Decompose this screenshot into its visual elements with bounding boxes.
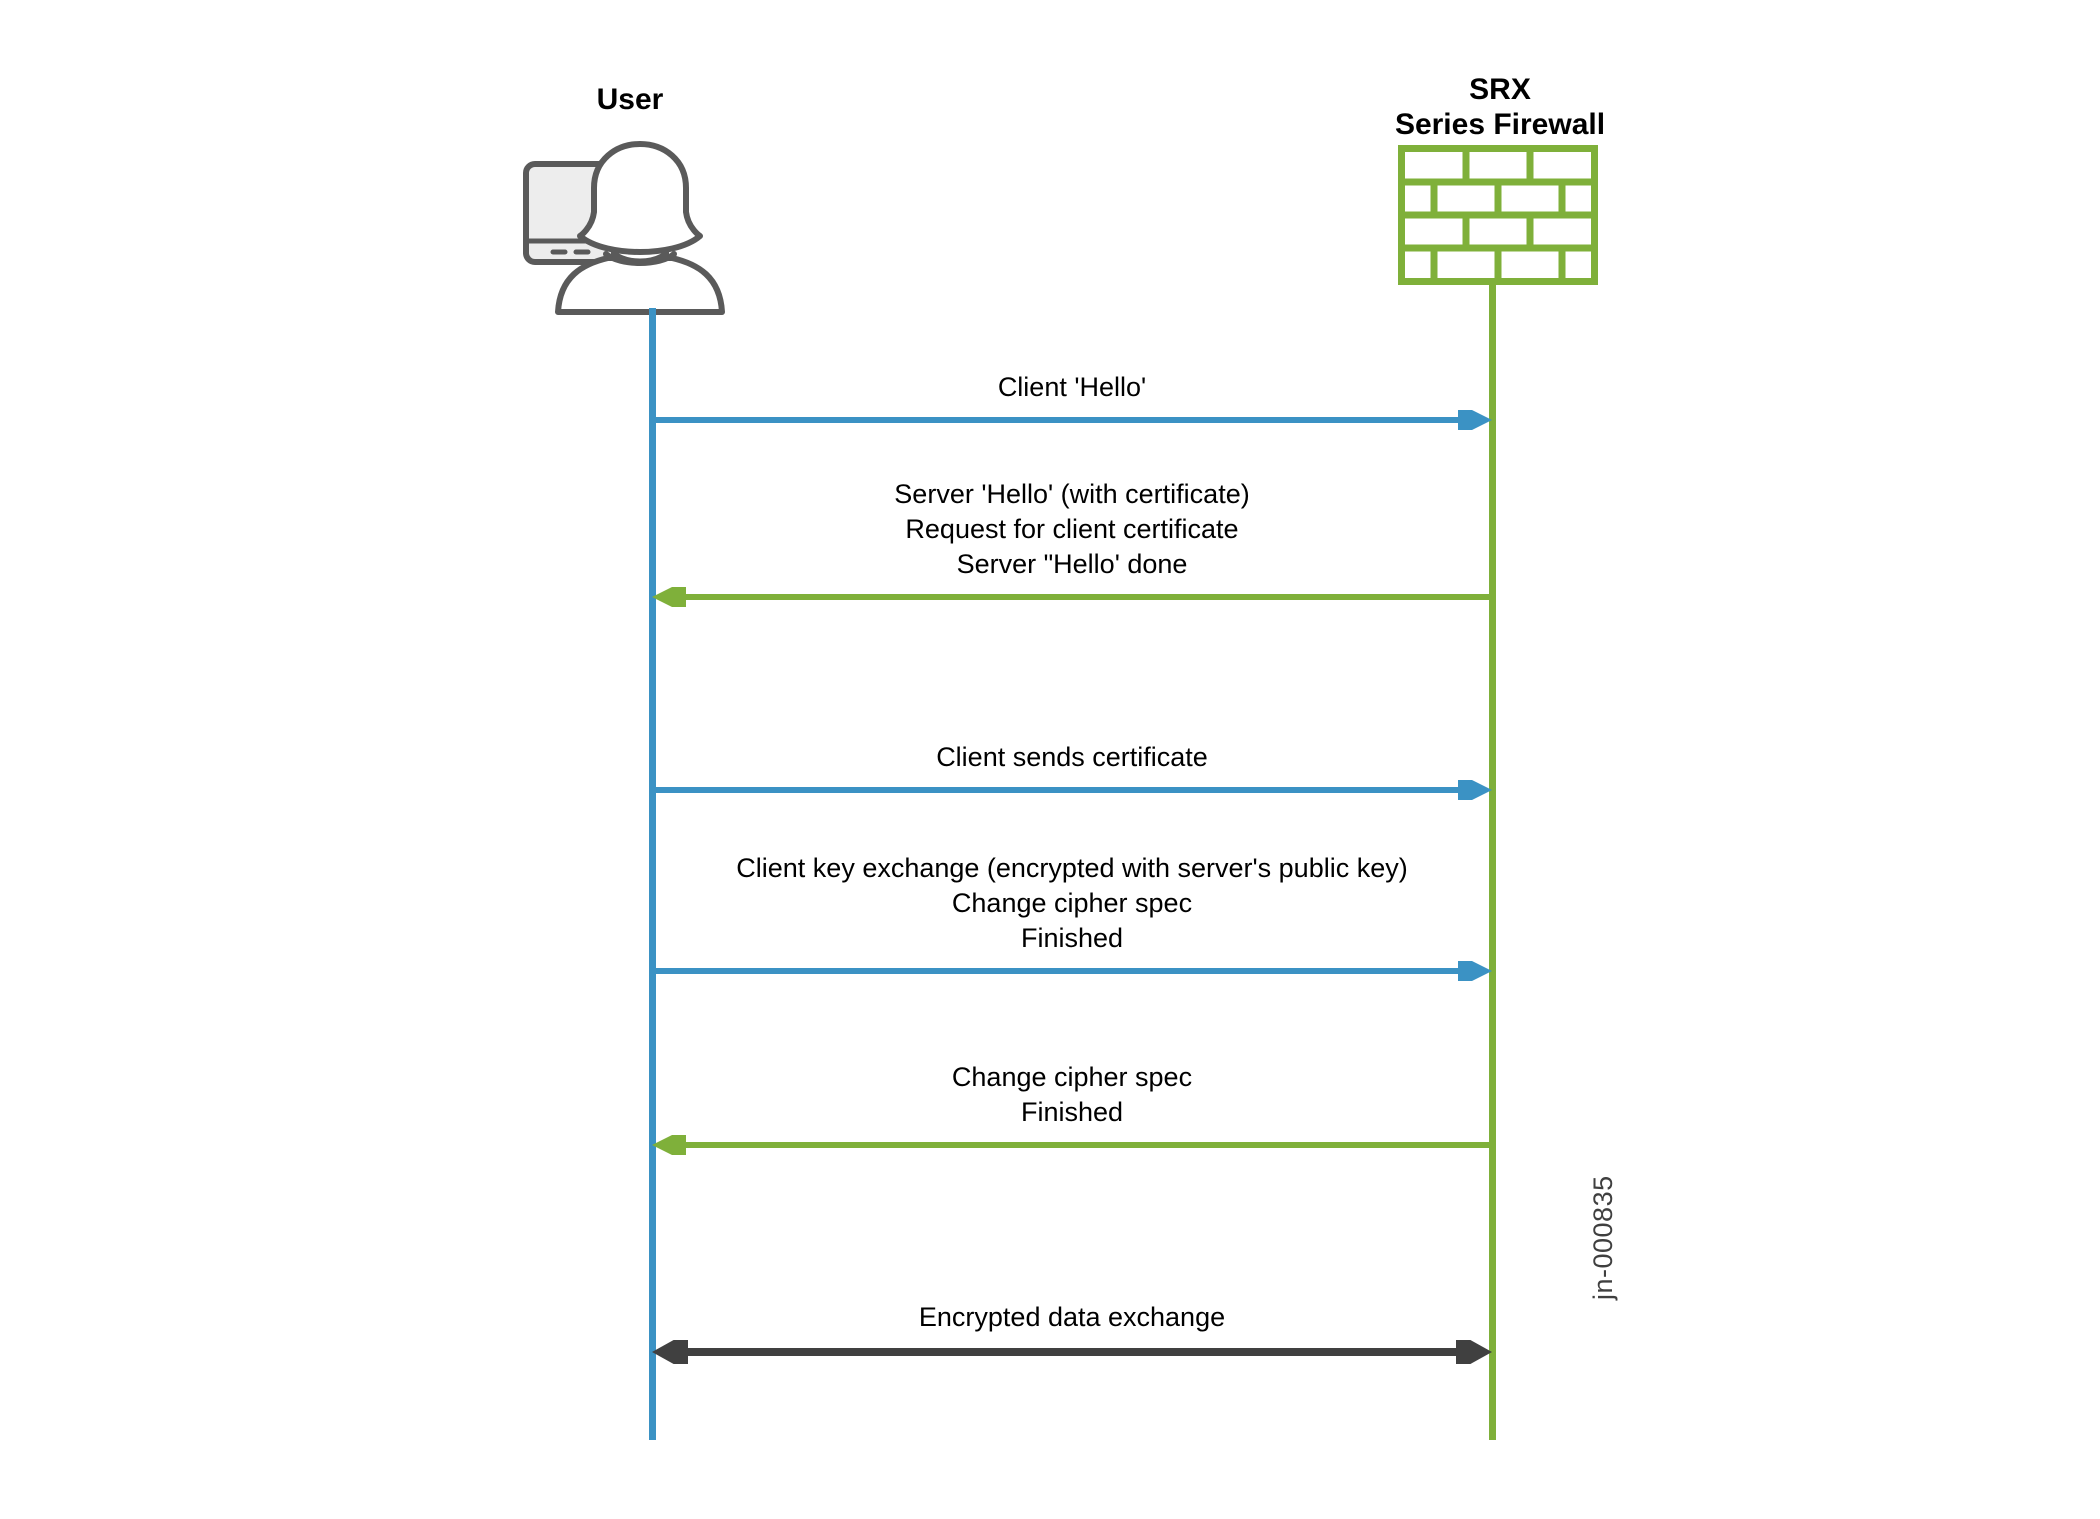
actor-label-srx: SRX Series Firewall — [1394, 73, 1606, 142]
watermark-id: jn-000835 — [1588, 1175, 1618, 1300]
brick-wall-firewall-icon — [1398, 145, 1598, 285]
message-server-change-cipher: Change cipher spec Finished — [652, 1060, 1492, 1156]
arrow-bidirectional-dark — [652, 1340, 1492, 1365]
message-client-sends-certificate: Client sends certificate — [652, 740, 1492, 801]
arrow-right-blue — [652, 410, 1492, 431]
arrow-right-blue — [652, 780, 1492, 801]
arrow-left-green — [652, 587, 1492, 608]
message-client-key-exchange: Client key exchange (encrypted with serv… — [652, 851, 1492, 982]
message-label: Client key exchange (encrypted with serv… — [736, 853, 1408, 954]
message-label: Client 'Hello' — [997, 372, 1147, 402]
lifeline-srx — [1489, 283, 1496, 1440]
message-label: Encrypted data exchange — [918, 1302, 1226, 1332]
message-label: Change cipher spec Finished — [951, 1062, 1193, 1128]
message-server-hello: Server 'Hello' (with certificate) Reques… — [652, 477, 1492, 608]
user-person-with-monitor-icon — [520, 140, 760, 315]
actor-label-user: User — [596, 83, 664, 116]
arrow-left-green — [652, 1135, 1492, 1156]
message-label: Client sends certificate — [936, 742, 1208, 772]
message-label: Server 'Hello' (with certificate) Reques… — [894, 479, 1250, 580]
message-encrypted-data-exchange: Encrypted data exchange — [652, 1300, 1492, 1365]
arrow-right-blue — [652, 961, 1492, 982]
message-client-hello: Client 'Hello' — [652, 370, 1492, 431]
lifeline-user — [649, 308, 656, 1440]
